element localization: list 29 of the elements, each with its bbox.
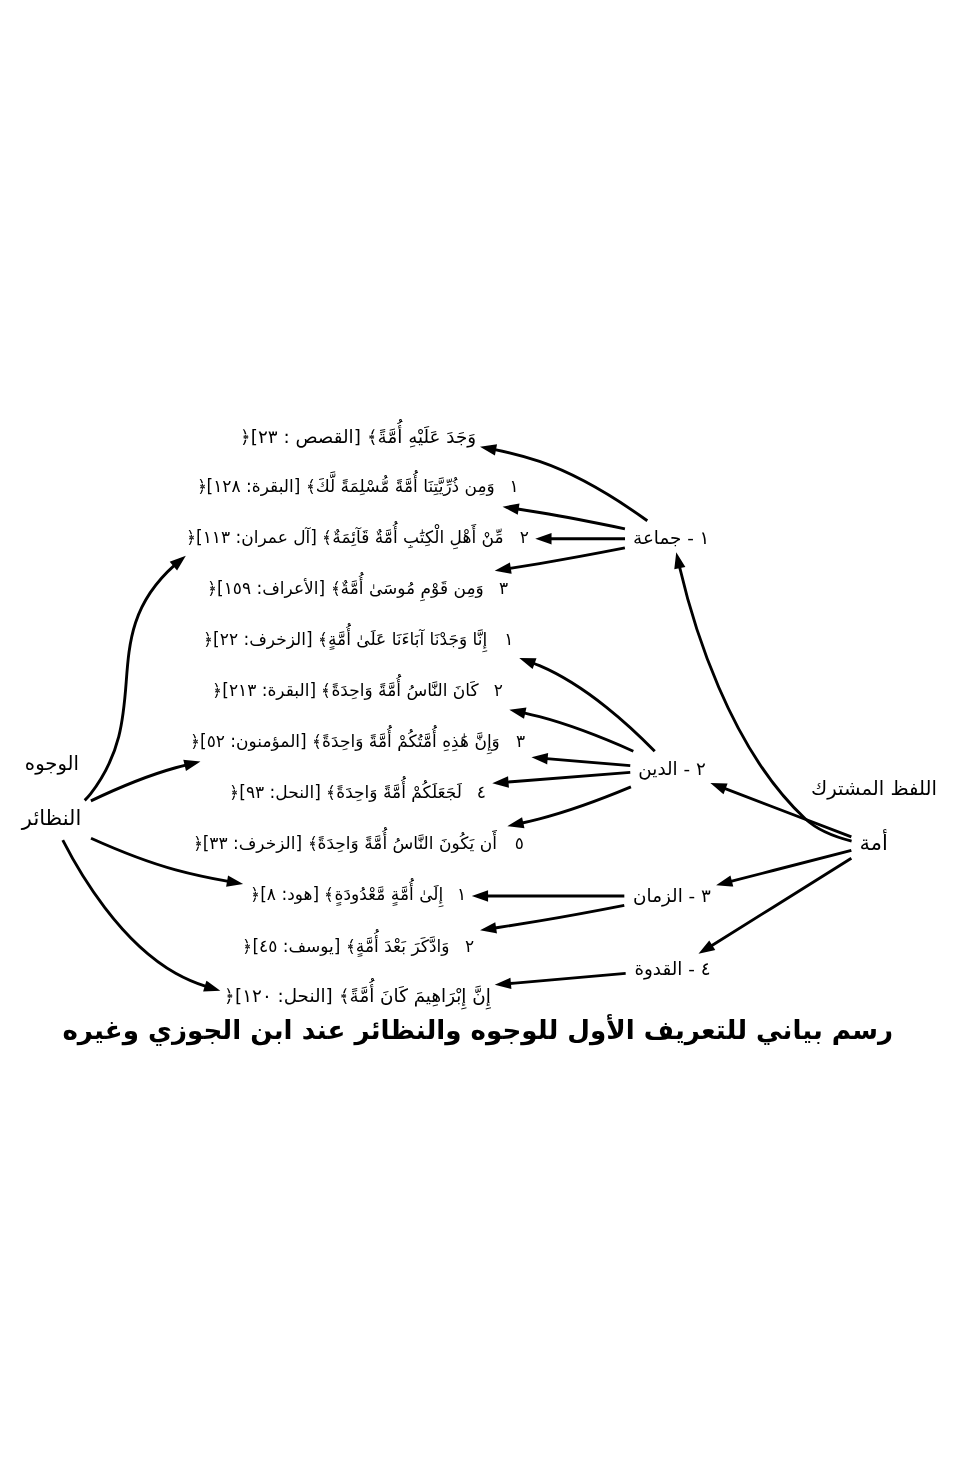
diagram-title: رسم بياني للتعريف الأول للوجوه والنظائر عند ابن الجوزي وغيره [62,1015,894,1046]
arrow [507,785,632,829]
arrow [531,753,631,768]
node-text: ٤ - القدوة [634,957,711,979]
arrow [509,707,634,753]
arrow [674,552,852,843]
arrow [698,857,853,954]
arrow [519,658,656,753]
arrow [61,839,221,992]
arrow [492,770,631,788]
arrow [480,903,625,934]
label: الوجوه [24,751,79,775]
arrow [494,971,626,990]
arrow [480,444,649,522]
arrow [90,759,201,803]
arrow [471,890,625,902]
arrow [535,533,625,545]
node-text: أمة [859,830,888,855]
node-text: ٣ - الزمان [633,884,711,906]
arrow [502,503,626,531]
node-text: ٢ - الدين [638,757,706,779]
node-text: النظائر [21,806,82,831]
arrow [90,836,244,887]
label: اللفظ المشترك [810,776,937,800]
arrow [710,783,852,839]
arrow [716,849,852,887]
arrow [494,546,626,574]
arrow [83,555,186,802]
node-text: ١ - جماعة [633,527,710,549]
